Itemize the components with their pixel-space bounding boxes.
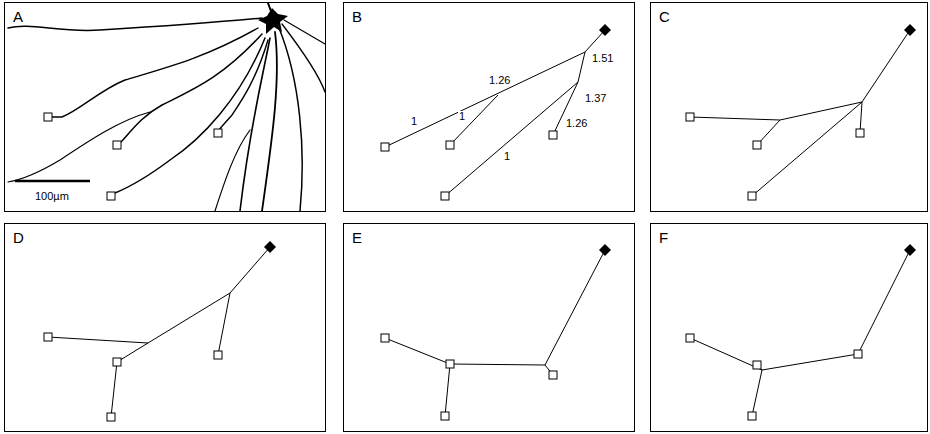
terminal-square (214, 351, 222, 359)
terminal-square (441, 412, 449, 420)
tree-c (690, 30, 910, 196)
terminal-square (441, 192, 449, 200)
segment-weight: 1.26 (488, 75, 511, 86)
terminal-square (854, 350, 862, 358)
segment-weight: 1.26 (565, 118, 588, 129)
dendrite (282, 24, 325, 92)
terminal-square (214, 129, 222, 137)
panel-letter: C (659, 9, 670, 24)
figure-panel: E (343, 223, 635, 432)
scale-bar (15, 180, 90, 183)
terminal-square (113, 358, 121, 366)
terminal-square (549, 131, 557, 139)
root-diamond (264, 241, 276, 253)
axon-fiber (8, 18, 262, 31)
dendrite (262, 32, 277, 211)
tree-d (48, 247, 270, 417)
terminal-square (113, 141, 121, 149)
tree-e (385, 250, 605, 416)
dendrite (8, 112, 150, 182)
root-diamond (904, 24, 916, 36)
terminal-square (686, 334, 694, 342)
panel-letter: F (659, 230, 668, 245)
segment-weight: 1 (410, 116, 418, 127)
terminal-square (107, 192, 115, 200)
tree-f (690, 250, 910, 416)
terminal-square (856, 129, 864, 137)
terminal-square (381, 334, 389, 342)
terminal-square (753, 141, 761, 149)
panel-letter: A (13, 9, 23, 24)
terminal-squares (44, 113, 864, 421)
terminal-square (446, 360, 454, 368)
dendrite (52, 28, 258, 117)
terminal-square (381, 143, 389, 151)
terminal-square (107, 413, 115, 421)
tree-b (385, 30, 605, 196)
neuron-tracing (8, 3, 325, 211)
dendrite (215, 130, 250, 211)
figure-panel: F (650, 223, 928, 432)
panel-letter: E (352, 230, 362, 245)
segment-weight: 1 (458, 111, 466, 122)
terminal-square (748, 192, 756, 200)
root-diamond (599, 244, 611, 256)
figure-panel: B (343, 2, 635, 212)
dendrite (279, 28, 302, 211)
terminal-square (44, 113, 52, 121)
segment-weight: 1 (503, 151, 511, 162)
terminal-square (753, 361, 761, 369)
dendrite (284, 20, 325, 44)
segment-weight: 1.51 (591, 53, 614, 64)
segment-weight: 1.37 (584, 93, 607, 104)
figure-panel: A (4, 2, 326, 212)
panel-letter: D (13, 230, 24, 245)
terminal-square (686, 113, 694, 121)
terminal-square (44, 333, 52, 341)
terminal-square (446, 141, 454, 149)
terminal-square (748, 412, 756, 420)
figure-panel: D (4, 223, 326, 432)
terminal-square (549, 371, 557, 379)
root-diamond (599, 24, 611, 36)
root-diamonds (264, 24, 916, 256)
figure-panel: C (650, 2, 928, 212)
scale-label: 100µm (34, 191, 70, 202)
soma (258, 8, 288, 34)
dendrite (121, 34, 262, 142)
panel-letter: B (352, 9, 362, 24)
root-diamond (904, 244, 916, 256)
